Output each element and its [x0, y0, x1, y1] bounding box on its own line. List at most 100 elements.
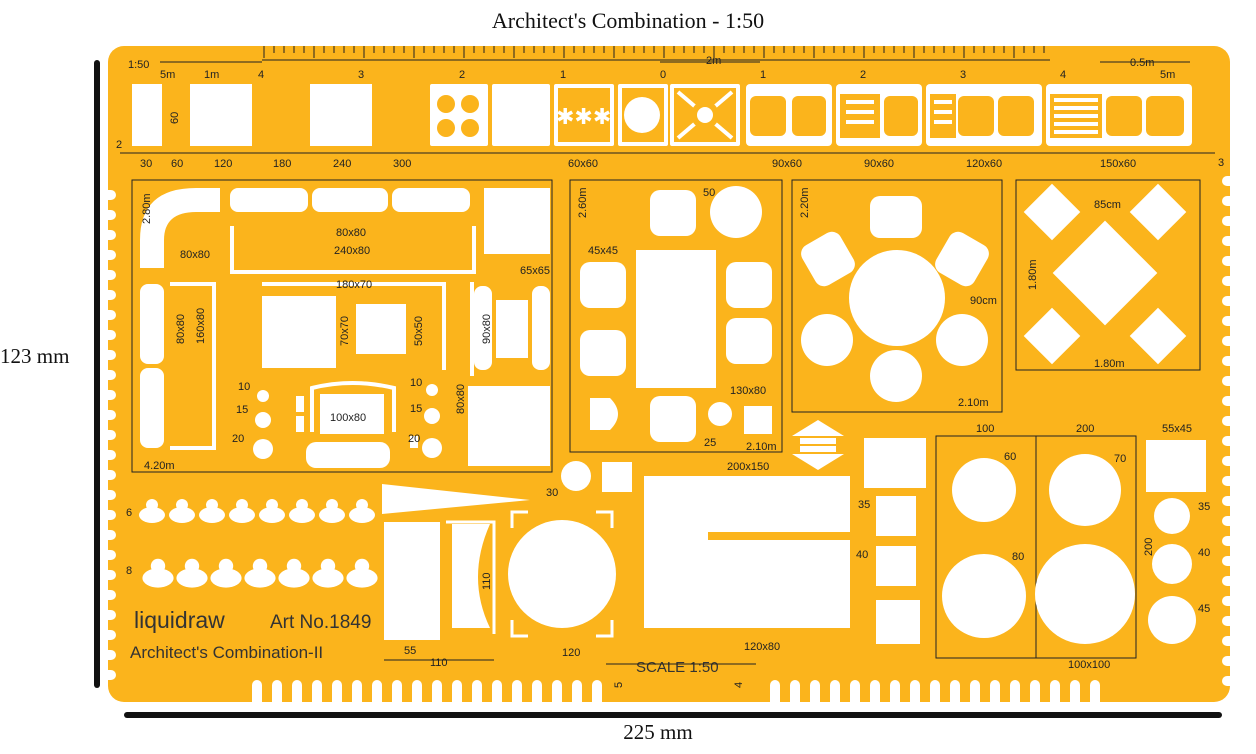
edge-notch [102, 310, 116, 320]
dining-round-labels: 2.20m 90cm 2.10m [799, 187, 997, 409]
dimension-label: 100 [976, 423, 994, 435]
ruler-label: 4 [1060, 69, 1066, 81]
edge-notch [572, 680, 582, 710]
stool-label: 40 [1198, 547, 1210, 559]
edge-notch [102, 510, 116, 520]
width-label: 150x60 [1100, 158, 1136, 170]
width-dimension-line [124, 712, 1222, 718]
edge-notch [312, 680, 322, 710]
edge-notch [102, 650, 116, 660]
dining-rect-cutouts [580, 186, 772, 442]
dimension-label: 80x80 [175, 314, 187, 344]
dimension-label: 85cm [1094, 199, 1121, 211]
row-label: 6 [126, 507, 132, 519]
edge-notch [102, 430, 116, 440]
ruler-label: 4 [258, 69, 264, 81]
edge-notch [102, 370, 116, 380]
height-dimension-line [94, 60, 100, 688]
ruler-label: 3 [358, 69, 364, 81]
dining-rect-frame [569, 179, 783, 453]
person-cutout [210, 558, 242, 588]
person-cutout [349, 499, 375, 523]
dimension-label: 1.80m [1027, 259, 1039, 290]
scale-mark: 4 [733, 682, 745, 688]
dimension-label: 80x80 [336, 227, 366, 239]
dining-square-cutouts [1023, 183, 1187, 365]
stool-label: 35 [858, 499, 870, 511]
ruler-label: 1m [204, 69, 219, 81]
art-number: Art No.1849 [270, 612, 371, 633]
edge-notch [830, 680, 840, 710]
living-room-labels: 2.80m 80x80 80x80 240x80 65x65 180x70 80… [141, 193, 550, 472]
height-dimension-label: 123 mm [0, 344, 70, 368]
edge-notch [970, 680, 980, 710]
edge-notch [102, 350, 116, 360]
edge-notch [770, 680, 780, 710]
dining-round-cutouts [801, 196, 989, 402]
edge-notch [1090, 680, 1100, 710]
stool-label: 45 [1198, 603, 1210, 615]
edge-notch [392, 680, 402, 710]
dimension-label: 25 [704, 437, 716, 449]
page-title: Architect's Combination - 1:50 [491, 8, 765, 33]
lamp-size-label: 20 [232, 433, 244, 445]
lamp-size-label: 10 [238, 381, 250, 393]
edge-notch [1222, 516, 1236, 526]
top-row-inner-cutouts: ✱✱✱ [500, 90, 1098, 140]
edge-notch [1222, 676, 1236, 686]
ruler: 1:50 5m 1m 4 3 2 1 0 2m 1 2 3 4 0.5m 5m [128, 46, 1190, 81]
lamp-size-label: 10 [410, 377, 422, 389]
edge-notch [532, 680, 542, 710]
edge-notch [512, 680, 522, 710]
ruler-label: 5m [160, 69, 175, 81]
edge-notch [1222, 216, 1236, 226]
edge-notch [1222, 556, 1236, 566]
dimension-label: 50 [703, 187, 715, 199]
person-cutout [169, 499, 195, 523]
people-cutouts [139, 499, 378, 588]
ruler-label: 2 [860, 69, 866, 81]
ruler-label: 0.5m [1130, 57, 1154, 69]
dimension-label: 240x80 [334, 245, 370, 257]
edge-notch [1222, 376, 1236, 386]
person-cutout [289, 499, 315, 523]
edge-notch [1222, 356, 1236, 366]
svg-text:✱✱✱: ✱✱✱ [556, 105, 611, 130]
scale-label: SCALE 1:50 [636, 659, 719, 676]
edge-notch [910, 680, 920, 710]
person-cutout [199, 499, 225, 523]
dimension-label: 160x80 [195, 308, 207, 344]
edge-notch [1222, 396, 1236, 406]
dimension-label: 4.20m [144, 460, 175, 472]
edge-notch [352, 680, 362, 710]
dimension-label: 180x70 [336, 279, 372, 291]
edge-notch [1222, 336, 1236, 346]
lamp-size-label: 15 [236, 404, 248, 416]
width-label: 120x60 [966, 158, 1002, 170]
edge-notch [1222, 476, 1236, 486]
dimension-label: 90x80 [481, 314, 493, 344]
edge-notch [1222, 296, 1236, 306]
edge-notch [102, 290, 116, 300]
width-label: 240 [333, 158, 351, 170]
stool-label: 35 [1198, 501, 1210, 513]
ruler-label: 1 [760, 69, 766, 81]
edge-notch [1030, 680, 1040, 710]
edge-notch [372, 680, 382, 710]
person-cutout [312, 558, 344, 588]
dimension-label: 90cm [970, 295, 997, 307]
edge-notch [1050, 680, 1060, 710]
dining-round-frame [791, 179, 1003, 413]
scale-mark: 5 [613, 682, 625, 688]
edge-notch [1222, 436, 1236, 446]
bathroom-cutouts [864, 438, 1206, 644]
dimension-label: 30 [546, 487, 558, 499]
misc-outlines [446, 510, 614, 638]
dimension-label: 65x65 [520, 265, 550, 277]
width-label: 180 [273, 158, 291, 170]
living-room-frame [131, 179, 553, 473]
living-room-cutouts [140, 188, 550, 468]
dimension-label: 200 [1143, 538, 1155, 556]
dimension-label: 70x70 [339, 316, 351, 346]
width-label: 30 [140, 158, 152, 170]
